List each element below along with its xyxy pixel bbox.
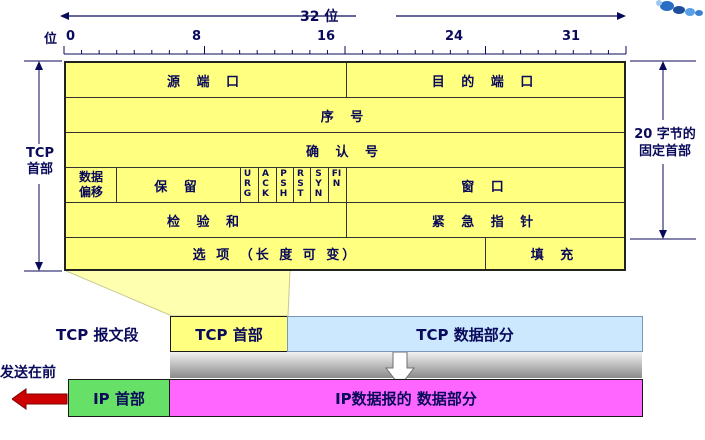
flag-rst: RST [297,169,304,199]
fixed-header-label-line1: 20 字节的 [634,127,696,142]
tcp-header-grid-lines [66,63,624,269]
fixed-header-label-line2: 固定首部 [638,144,691,159]
tcp-header-table: 源 端 口 目 的 端 口 序 号 确 认 号 数据 偏移 保 留 URG AC… [64,61,626,271]
encapsulation-down-arrow [384,352,416,387]
bit-tick-0: 0 [66,29,76,44]
bit-span-label: 32 位 [300,9,339,25]
tcp-header-label-line2: 首部 [26,162,53,177]
flag-urg: URG [243,169,252,199]
header-expansion-funnel [63,270,291,317]
source-port-field: 源 端 口 [166,74,246,90]
checksum-field: 检 验 和 [166,214,246,230]
reserved-field: 保 留 [154,179,203,195]
tcp-header-height-arrow [24,60,62,272]
tcp-segment-label: TCP 报文段 [56,326,139,344]
flag-fin: FIN [331,169,342,189]
bit-ruler [63,46,627,55]
segment-tcp-data-box: TCP 数据部分 [287,316,643,352]
sequence-number-field: 序 号 [320,109,370,125]
ip-data-box: IP数据报的 数据部分 [169,379,643,417]
data-offset-field: 数据 偏移 [66,168,116,202]
fixed-header-label: 20 字节的 固定首部 [630,126,700,160]
bit-tick-24: 24 [445,29,464,44]
window-field: 窗 口 [461,179,510,195]
bit-tick-16: 16 [317,29,336,44]
tcp-header-label: TCP 首部 [20,146,60,178]
bit-span-arrow [60,12,626,20]
flag-ack: ACK [262,169,269,199]
padding-field: 填 充 [530,248,580,263]
bit-axis-title: 位 [44,32,58,47]
data-offset-line2: 偏移 [78,185,103,199]
ack-number-field: 确 认 号 [305,144,385,160]
fixed-header-height-arrow [630,60,696,240]
urgent-pointer-field: 紧 急 指 针 [431,214,540,230]
options-field: 选 项 （长 度 可 变） [192,248,359,263]
flag-psh: PSH [279,169,288,199]
ip-header-box: IP 首部 [68,379,170,417]
bit-tick-8: 8 [192,29,202,44]
tcp-header-label-line1: TCP [26,146,54,161]
send-direction-arrow [12,388,68,410]
flag-syn: SYN [314,169,323,199]
dest-port-field: 目 的 端 口 [431,74,540,90]
data-offset-line1: 数据 [78,170,103,184]
bit-tick-31: 31 [562,29,581,44]
segment-tcp-header-box: TCP 首部 [170,316,288,352]
decorative-logo-icon [656,0,703,16]
send-first-label: 发送在前 [0,365,56,381]
